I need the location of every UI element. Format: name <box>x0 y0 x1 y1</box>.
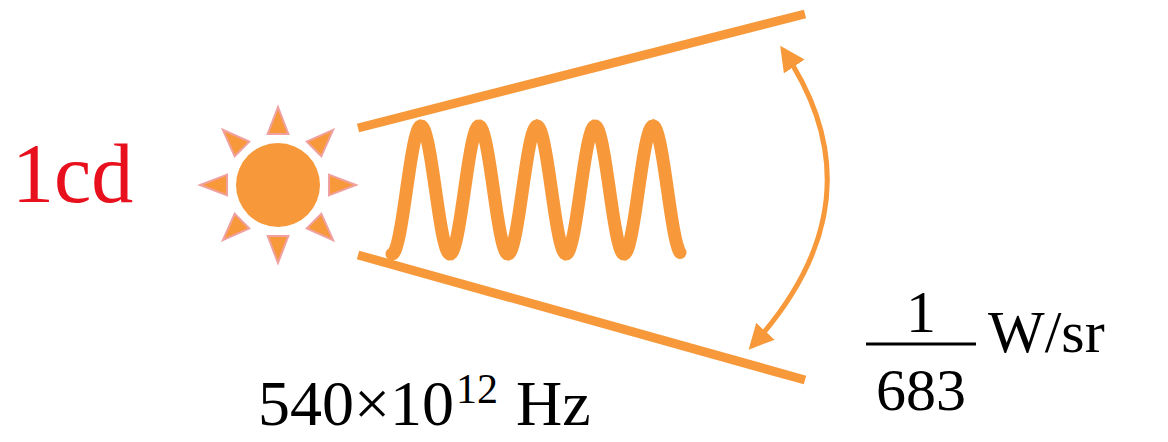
frequency-label: 540×1012Hz <box>258 372 591 436</box>
unit-label: W/sr <box>988 302 1105 362</box>
frequency-exponent: 12 <box>456 368 498 410</box>
sun-ray <box>268 236 289 263</box>
fraction-bar <box>866 343 976 346</box>
sun-ray <box>268 107 289 134</box>
sun-ray <box>223 130 249 156</box>
frequency-mantissa: 540×10 <box>258 372 454 436</box>
frequency-unit: Hz <box>516 372 591 436</box>
cone-edge <box>358 255 805 380</box>
light-wave <box>392 126 680 254</box>
sun-ray <box>307 130 333 156</box>
sun-ray <box>223 214 249 240</box>
solid-angle-arc <box>752 50 827 346</box>
fraction-numerator: 1 <box>906 282 936 342</box>
intensity-unit: 1cd <box>12 132 133 216</box>
fraction-denominator: 683 <box>876 360 966 420</box>
sun-disc <box>236 143 320 227</box>
sun-icon <box>200 107 356 263</box>
sun-ray <box>307 214 333 240</box>
cone-edge <box>358 14 805 128</box>
sun-ray <box>329 175 356 196</box>
sun-ray <box>200 175 227 196</box>
